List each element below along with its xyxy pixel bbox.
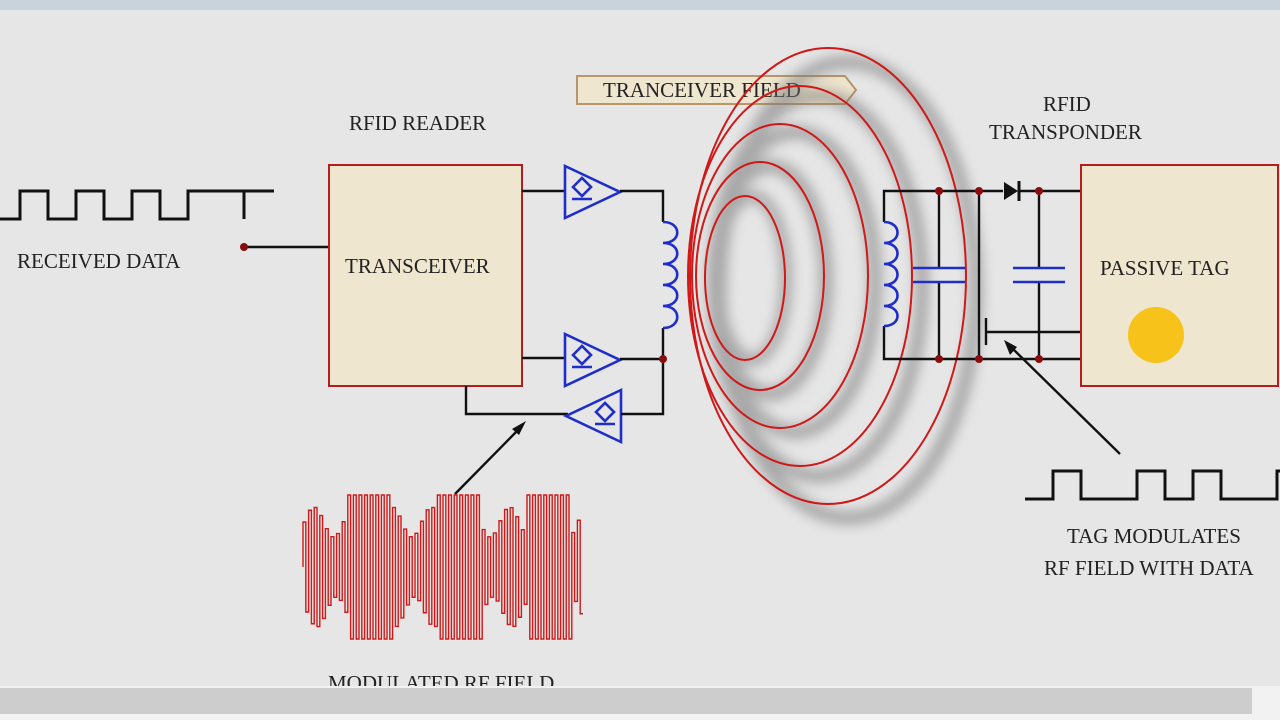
modulated-rf-field-label: MODULATED RF FIELD	[328, 671, 554, 686]
transceiver-field-rings	[687, 47, 967, 505]
transceiver-box	[328, 164, 523, 387]
tranceiver-field-label: TRANCEIVER FIELD	[603, 78, 801, 102]
rf-wave-path	[302, 494, 583, 640]
tag-modulates-label-line1: TAG MODULATES	[1067, 524, 1241, 548]
amplifier-top	[563, 163, 624, 221]
window-top-bar	[0, 0, 1280, 10]
rfid-transponder-label-line2: TRANSPONDER	[989, 120, 1142, 144]
coil-wire-bottom	[621, 328, 665, 416]
reader-antenna-coil	[662, 220, 679, 330]
passive-tag-label: PASSIVE TAG	[1100, 256, 1230, 280]
rx-return-wire	[464, 386, 568, 416]
field-shadow	[707, 55, 983, 525]
transponder-circuit	[882, 181, 1080, 363]
horizontal-scrollbar[interactable]	[0, 686, 1280, 720]
rfid-diagram: RECEIVED DATA RFID READER TRANSCEIVER MO…	[0, 47, 1280, 686]
arrow-head	[1004, 340, 1017, 355]
tag-status-led	[1128, 307, 1184, 363]
scrollbar-thumb[interactable]	[0, 688, 1252, 714]
arrow-head	[512, 421, 526, 435]
tag-modulates-label-line2: RF FIELD WITH DATA	[1044, 556, 1255, 580]
received-data-label: RECEIVED DATA	[17, 249, 181, 273]
modulated-field-arrow	[454, 427, 521, 495]
transponder-antenna-coil	[883, 220, 899, 328]
coil-wire-top	[620, 189, 665, 222]
tag-data-waveform	[1025, 469, 1280, 501]
modulated-rf-waveform	[302, 494, 583, 640]
received-data-waveform	[0, 189, 274, 221]
tag-modulation-arrow	[1011, 347, 1121, 455]
amplifier-middle	[563, 331, 624, 389]
junction-dot	[659, 355, 667, 363]
transceiver-label: TRANSCEIVER	[345, 254, 490, 278]
rfid-reader-label: RFID READER	[349, 111, 486, 135]
junction-dot	[240, 243, 248, 251]
rfid-transponder-label-line1: RFID	[1043, 92, 1091, 116]
amplifier-bottom	[562, 387, 623, 445]
